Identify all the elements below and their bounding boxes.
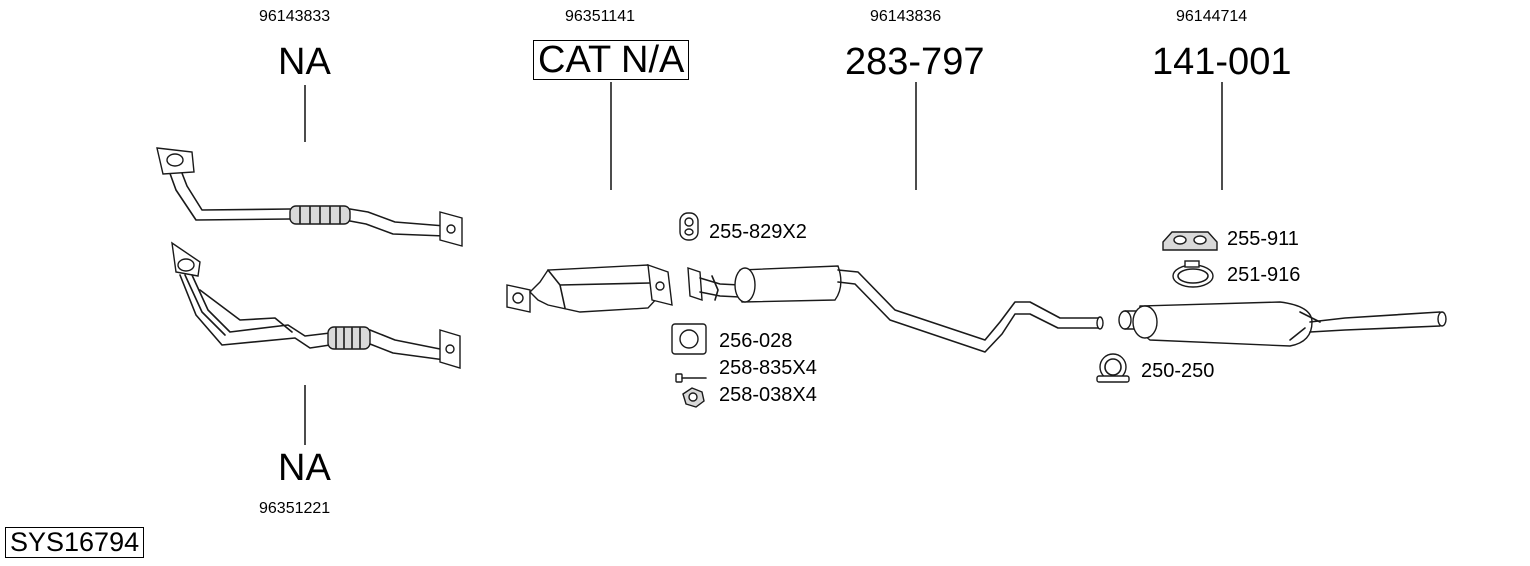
nut-icon <box>682 387 705 408</box>
oem-number-middle-silencer: 96143836 <box>870 8 942 25</box>
oem-number-catalyst: 96351141 <box>565 8 635 25</box>
front-pipe-lower-drawing <box>171 241 461 369</box>
fitting-label-clamp-band[interactable]: 251-916 <box>1227 264 1301 286</box>
clamp-band-icon <box>1172 260 1214 288</box>
gasket-icon <box>671 323 707 355</box>
fitting-label-u-clamp[interactable]: 250-250 <box>1141 360 1215 382</box>
fitting-label-bracket[interactable]: 255-911 <box>1227 228 1299 250</box>
part-number-middle-silencer[interactable]: 283-797 <box>845 41 985 83</box>
bolt-icon <box>675 373 707 383</box>
part-number-front-pipe-upper[interactable]: NA <box>278 41 331 83</box>
part-number-catalyst[interactable]: CAT N/A <box>533 40 690 80</box>
u-clamp-icon <box>1096 353 1130 383</box>
front-pipe-upper-drawing <box>156 147 463 247</box>
part-number-front-pipe-lower[interactable]: NA <box>278 447 331 489</box>
oem-number-front-pipe-lower: 96351221 <box>259 500 331 517</box>
rear-silencer-drawing <box>1118 301 1447 347</box>
rubber-mount-icon <box>679 212 699 241</box>
fitting-label-gasket[interactable]: 256-028 <box>719 330 793 352</box>
part-number-rear-silencer[interactable]: 141-001 <box>1152 41 1292 83</box>
fitting-label-nut[interactable]: 258-038X4 <box>719 384 817 406</box>
middle-silencer-drawing <box>687 265 1104 353</box>
oem-number-front-pipe-upper: 96143833 <box>259 8 331 25</box>
bracket-icon <box>1162 231 1218 251</box>
catalyst-drawing <box>506 263 673 313</box>
system-code: SYS16794 <box>5 527 145 558</box>
oem-number-rear-silencer: 96144714 <box>1176 8 1248 25</box>
fitting-label-rubber-mount[interactable]: 255-829X2 <box>709 221 807 243</box>
fitting-label-bolt[interactable]: 258-835X4 <box>719 357 817 379</box>
